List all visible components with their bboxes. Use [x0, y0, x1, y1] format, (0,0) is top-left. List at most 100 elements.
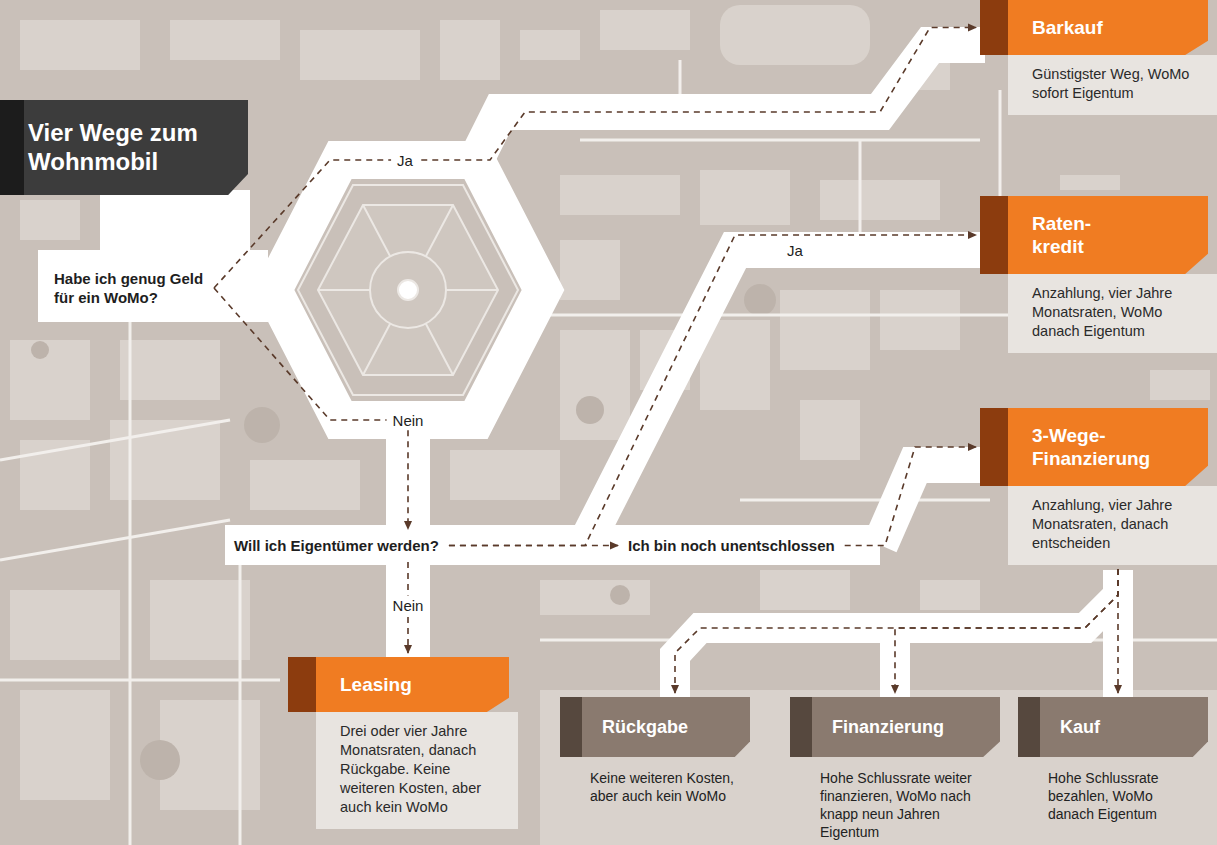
description-text: Anzahlung, vier Jahre Monatsraten, danac… — [1032, 496, 1207, 553]
flow-node: Habe ich genug Geld für ein WoMo? — [48, 266, 210, 310]
decision-question: Will ich Eigentümer werden? — [228, 533, 445, 558]
dashed-connector — [845, 447, 976, 546]
option-header: 3-Wege- Finanzierung — [980, 408, 1208, 486]
map-shape — [560, 240, 620, 300]
map-shape — [31, 341, 49, 359]
map-shape — [370, 252, 446, 328]
map-shape — [100, 190, 250, 252]
header-text: Barkauf — [1032, 16, 1182, 39]
map-shape — [10, 590, 120, 660]
map-shape — [129, 300, 132, 845]
map-shape — [1150, 370, 1210, 400]
header-text: Kauf — [1060, 717, 1100, 737]
map-shape — [170, 20, 280, 60]
map-shape — [880, 290, 960, 350]
flow-node: 3-Wege- FinanzierungAnzahlung, vier Jahr… — [980, 408, 1217, 565]
flow-node: RückgabeKeine weiteren Kosten, aber auch… — [560, 697, 750, 805]
header-text: Leasing — [340, 673, 489, 696]
map-shape — [239, 560, 242, 845]
map-shape — [780, 290, 870, 370]
dashed-connector — [895, 569, 1118, 693]
dashed-connector — [449, 235, 976, 546]
outcome-header: Finanzierung — [790, 697, 1000, 757]
edge-label: Nein — [387, 411, 430, 430]
map-shape — [560, 175, 680, 215]
map-shape — [10, 5, 1217, 845]
option-header: Leasing — [288, 657, 509, 712]
map-shape — [600, 10, 690, 50]
header-text: Finanzierung — [832, 717, 944, 737]
map-shape — [880, 465, 985, 545]
flow-node: Will ich Eigentümer werden? — [228, 533, 445, 558]
map-shape — [300, 30, 420, 80]
map-shape — [920, 580, 980, 610]
description-text: Günstigster Weg, WoMo sofort Eigentum — [1032, 65, 1197, 103]
map-shape — [999, 90, 1002, 200]
map-shape — [610, 585, 630, 605]
hexagon-plaza — [298, 185, 518, 395]
map-shape — [38, 250, 268, 322]
map-shape — [540, 690, 1217, 845]
map-shape — [0, 420, 230, 460]
dashed-connector — [675, 569, 1118, 693]
map-shape — [800, 400, 860, 460]
map-shape — [520, 30, 580, 60]
map-shape — [244, 407, 280, 443]
edge-label: Ja — [781, 241, 809, 260]
decision-question: Ich bin noch unentschlossen — [622, 533, 841, 558]
description-text: Keine weiteren Kosten, aber auch kein Wo… — [590, 770, 734, 804]
map-shape — [540, 580, 650, 615]
roads — [38, 190, 268, 322]
map-shape — [450, 450, 560, 500]
description-text: Hohe Schlussrate weiter finanzieren, WoM… — [820, 770, 972, 840]
option-description: Hohe Schlussrate weiter finanzieren, WoM… — [790, 757, 1000, 841]
description-text: Anzahlung, vier Jahre Monatsraten, WoMo … — [1032, 284, 1207, 341]
road-lines — [225, 45, 1118, 700]
map-shape — [820, 180, 940, 220]
map-shape — [250, 460, 360, 510]
option-description: Anzahlung, vier Jahre Monatsraten, danac… — [1008, 486, 1217, 565]
map-shape — [675, 595, 1118, 700]
option-description: Günstigster Weg, WoMo sofort Eigentum — [1008, 55, 1217, 115]
flow-node: Raten- kreditAnzahlung, vier Jahre Monat… — [980, 196, 1217, 353]
option-description: Drei oder vier Jahre Monatsraten, danach… — [316, 712, 518, 829]
map-shape — [576, 396, 604, 424]
map-shape — [250, 270, 273, 310]
edge-label: Nein — [387, 596, 430, 615]
map-shape — [744, 284, 776, 316]
description-text: Hohe Schlussrate bezahlen, WoMo danach E… — [1048, 770, 1159, 822]
map-shape — [0, 60, 1217, 845]
map-shape — [0, 520, 230, 560]
flow-node: FinanzierungHohe Schlussrate weiter fina… — [790, 697, 1000, 841]
map-shape — [1060, 175, 1120, 190]
option-header: Raten- kredit — [980, 196, 1208, 274]
map-shape — [150, 580, 250, 660]
dashed-connector — [449, 545, 618, 547]
flow-node: KaufHohe Schlussrate bezahlen, WoMo dana… — [1018, 697, 1208, 823]
outcome-header: Rückgabe — [560, 697, 750, 757]
map-shape — [10, 340, 90, 420]
map-shape — [225, 525, 880, 565]
map-shape — [363, 205, 453, 375]
flow-node: BarkaufGünstigster Weg, WoMo sofort Eige… — [980, 0, 1217, 115]
map-shape — [398, 280, 418, 300]
map-shape — [318, 205, 498, 375]
map-shape — [20, 690, 110, 800]
dashed-connector — [1117, 569, 1119, 693]
map-shape — [20, 200, 80, 240]
decision-question: Habe ich genug Geld für ein WoMo? — [48, 266, 210, 310]
map-shape — [580, 139, 980, 142]
option-description: Anzahlung, vier Jahre Monatsraten, WoMo … — [1008, 274, 1217, 353]
dashed-connector — [214, 288, 408, 529]
map-shape — [440, 20, 500, 80]
map-shape — [140, 740, 180, 780]
description-text: Drei oder vier Jahre Monatsraten, danach… — [340, 722, 508, 817]
map-shape — [740, 499, 990, 502]
map-shape — [363, 205, 453, 375]
map-shape — [20, 20, 140, 70]
flow-node: Ich bin noch unentschlossen — [622, 533, 841, 558]
title-panel: Vier Wege zum Wohnmobil — [0, 100, 248, 195]
flow-node: LeasingDrei oder vier Jahre Monatsraten,… — [288, 657, 518, 829]
outcome-header: Kauf — [1018, 697, 1208, 757]
